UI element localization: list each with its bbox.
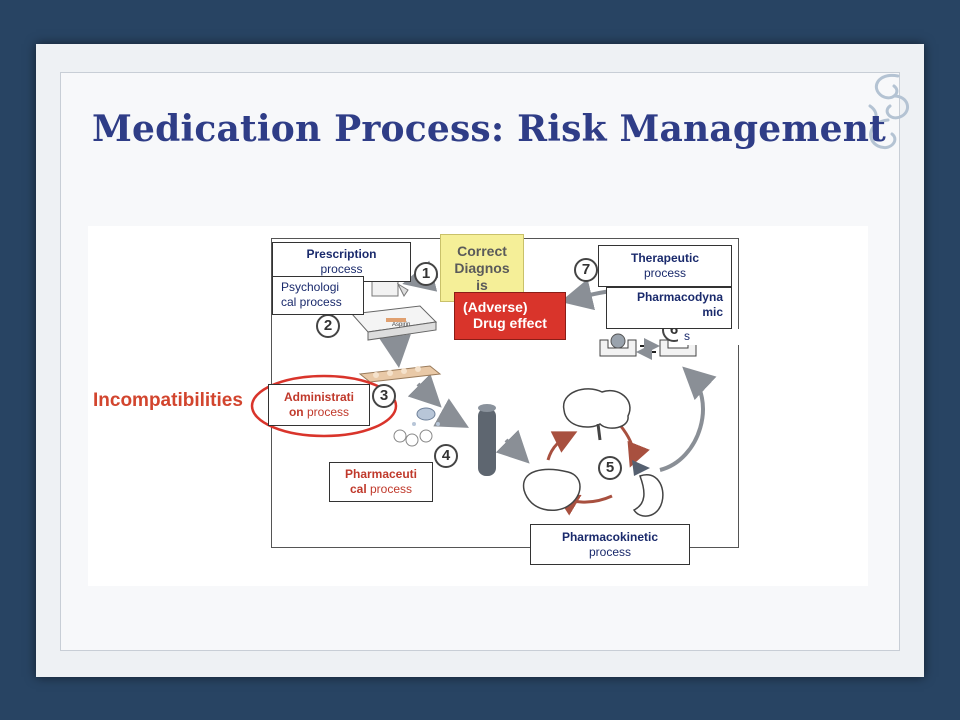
- administration-line2-bold: on: [288, 405, 304, 419]
- pharmaceutical-line2-normal: process: [370, 482, 413, 496]
- pharmacokinetic-sublabel: process: [588, 545, 632, 559]
- pharmacokinetic-process-box: Pharmacokinetic process: [530, 524, 690, 565]
- liver-icon: [522, 468, 581, 512]
- pharmaceutical-line2-bold: cal: [349, 482, 367, 496]
- pharmacodynamics-overflow: s: [678, 329, 744, 345]
- pharmaceutical-line1: Pharmaceuti: [344, 467, 418, 481]
- flow-arrow: [407, 373, 442, 408]
- prescription-process-box: Prescription process: [272, 242, 411, 282]
- psychological-process-box: Psychologi cal process: [272, 276, 364, 315]
- pharmacodynamics-line3: s: [684, 329, 690, 343]
- step-number-5: 5: [598, 456, 622, 480]
- cycle-arrow: [546, 431, 578, 461]
- cycle-arrow: [618, 424, 650, 468]
- administration-line1: Administrati: [283, 390, 354, 404]
- psychological-line1: Psychologi: [281, 280, 340, 294]
- diagnosis-line2: Diagnos: [454, 260, 510, 276]
- step-number-7: 7: [574, 258, 598, 282]
- therapeutic-sublabel: process: [643, 266, 687, 280]
- step-number-3: 3: [372, 384, 396, 408]
- kidney-icon: [632, 473, 664, 517]
- prescription-label: Prescription: [306, 247, 377, 261]
- incompatibilities-label: Incompatibilities: [93, 390, 243, 411]
- notepad-icon: [371, 277, 409, 297]
- decorative-ornament-icon: [868, 73, 910, 149]
- brain-icon: [563, 388, 631, 441]
- pharmacodynamics-line1: Pharmacodyna: [636, 290, 723, 304]
- step-number-1: 1: [414, 262, 438, 286]
- blister-pack-icon: [358, 365, 442, 383]
- adverse-line2: Drug effect: [473, 315, 547, 331]
- flow-arrow: [433, 398, 469, 428]
- flow-arrow: [495, 429, 530, 464]
- receptor-binding-icon: [599, 333, 697, 360]
- capsules-icon: [393, 429, 433, 447]
- flow-arrow: [379, 334, 411, 368]
- prescription-sublabel: process: [320, 262, 363, 276]
- step-number-2: 2: [316, 314, 340, 338]
- highlight-circle: [250, 374, 398, 438]
- tablet-icon: [412, 407, 440, 426]
- pharmacodynamics-line2: mic: [702, 305, 723, 319]
- therapeutic-process-box: Therapeutic process: [598, 245, 732, 287]
- aspirin-box-icon: Aspirin: [350, 305, 438, 341]
- adverse-line1: (Adverse): [463, 299, 528, 315]
- step-number-4: 4: [434, 444, 458, 468]
- psychological-line2: cal process: [281, 295, 342, 309]
- diagnosis-line1: Correct: [457, 243, 507, 259]
- adverse-drug-effect-box: (Adverse) Drug effect: [454, 292, 566, 340]
- receptor-target-icon: [632, 460, 650, 476]
- administration-process-box: Administrati on process: [268, 384, 370, 426]
- pharmaceutical-process-box: Pharmaceuti cal process: [329, 462, 433, 502]
- administration-line2-normal: process: [306, 405, 350, 419]
- aspirin-label: Aspirin: [392, 322, 410, 328]
- therapeutic-label: Therapeutic: [630, 251, 699, 265]
- page-title: Medication Process: Risk Management: [92, 108, 886, 150]
- diagnosis-line3: is: [476, 277, 488, 293]
- flow-arrow: [659, 366, 717, 472]
- pharmacokinetic-label: Pharmacokinetic: [561, 530, 659, 544]
- pharmacodynamics-box: Pharmacodyna mic: [606, 287, 732, 329]
- vessel-tube-icon: [478, 404, 496, 476]
